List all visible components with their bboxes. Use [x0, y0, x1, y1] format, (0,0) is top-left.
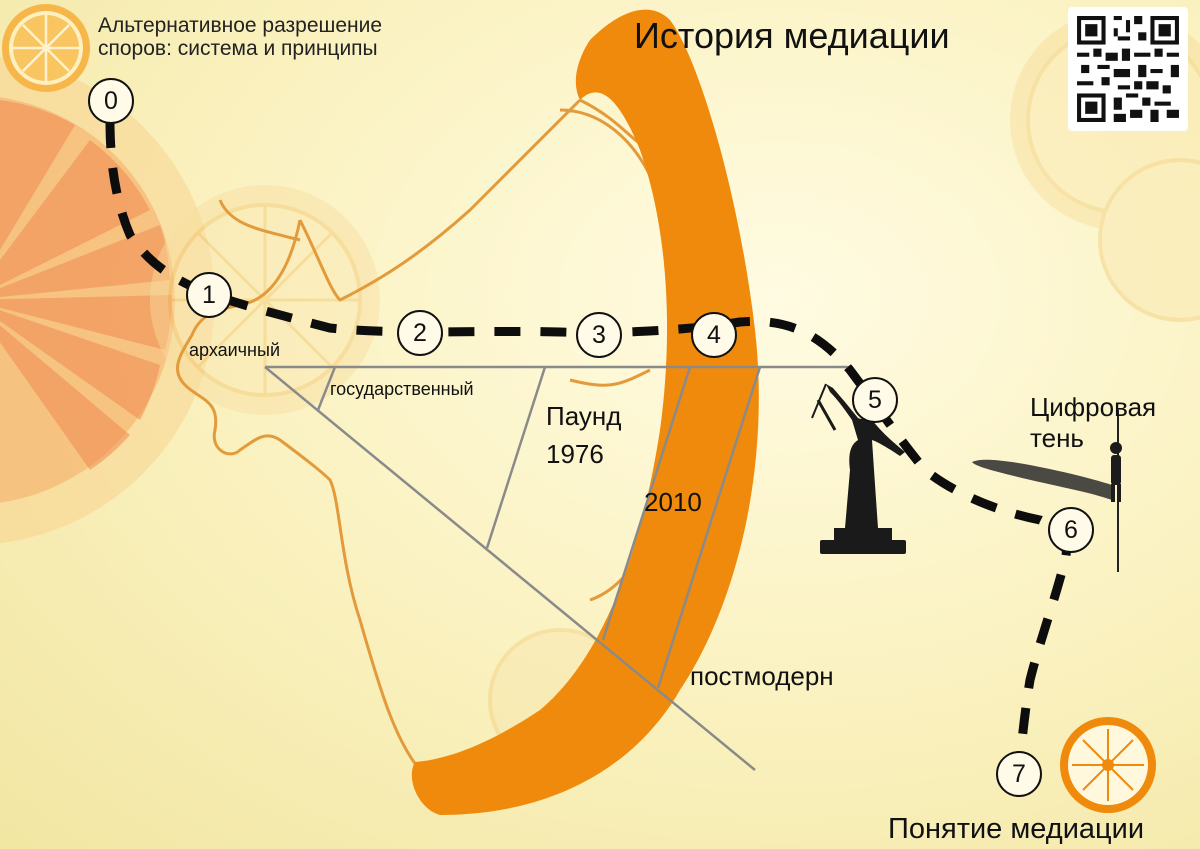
person-shadow-icon [972, 410, 1122, 572]
milestone-5: 5 [852, 377, 898, 423]
label-2010: 2010 [644, 487, 702, 517]
subtitle-line-2: споров: система и принципы [98, 37, 378, 61]
orange-slice-icon [0, 56, 215, 544]
milestone-2: 2 [397, 310, 443, 356]
label-postmodern: постмодерн [690, 661, 834, 691]
subtitle: Альтернативное разрешение споров: систем… [98, 14, 382, 60]
qr-code[interactable] [1068, 7, 1188, 131]
label-digital-line-2: тень [1030, 423, 1084, 453]
orange-slice-icon [2, 4, 90, 92]
milestone-0: 0 [88, 78, 134, 124]
label-mediation-concept: Понятие медиации [888, 813, 1145, 845]
label-pound-name: Паунд [546, 401, 622, 431]
label-archaic: архаичный [189, 340, 280, 360]
label-digital-line-1: Цифровая [1030, 392, 1157, 422]
territory-outline [175, 98, 662, 771]
period-dividers [264, 365, 850, 771]
qr-code-icon [1077, 16, 1179, 122]
orange-arc-band [411, 9, 759, 816]
milestone-4: 4 [691, 312, 737, 358]
label-state: государственный [330, 379, 474, 399]
milestone-7: 7 [996, 751, 1042, 797]
milestone-1: 1 [186, 272, 232, 318]
orange-slice-icon [150, 185, 380, 415]
subtitle-line-1: Альтернативное разрешение [98, 14, 383, 37]
motherland-statue-icon [811, 383, 906, 554]
page-title: История медиации [634, 15, 950, 56]
label-pound-year: 1976 [546, 439, 604, 469]
orange-slice-icon [1060, 717, 1156, 813]
milestone-6: 6 [1048, 507, 1094, 553]
milestone-3: 3 [576, 312, 622, 358]
